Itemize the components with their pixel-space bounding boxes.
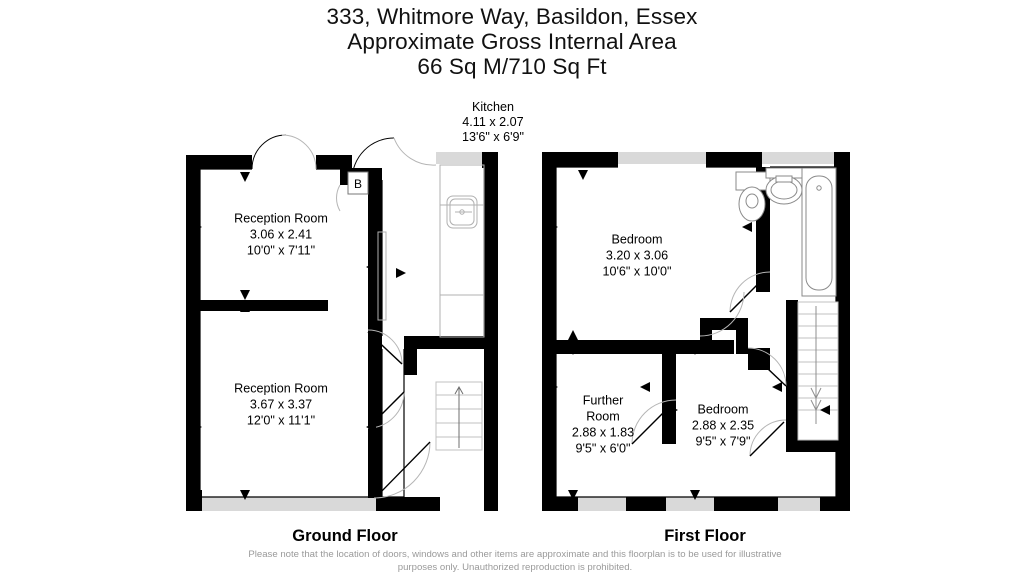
- reception-room-1-label: Reception Room 3.06 x 2.41 10'0" x 7'11": [234, 211, 328, 257]
- disclaimer-line-1: Please note that the location of doors, …: [248, 549, 782, 560]
- boiler-marker-label: B: [354, 177, 362, 191]
- kitchen-label-group: Kitchen 4.11 x 2.07 13'6" x 6'9": [462, 100, 524, 144]
- bedroom-2-name: Bedroom: [697, 402, 748, 416]
- bedroom-2-imperial: 9'5" x 7'9": [695, 434, 750, 448]
- further-room-name-line1: Further: [583, 393, 624, 407]
- first-floor-staircase: [797, 301, 839, 441]
- ground-floor-fixtures: [377, 164, 485, 338]
- first-floor-caption: First Floor: [664, 527, 746, 545]
- further-room-name-line2: Room: [586, 409, 620, 423]
- first-floor-walls: [542, 152, 850, 511]
- reception-room-2-name: Reception Room: [234, 381, 328, 395]
- ground-floor-walls: [186, 152, 498, 511]
- ground-floor-doors: [251, 134, 437, 499]
- title-block: 333, Whitmore Way, Basildon, Essex Appro…: [0, 4, 1024, 79]
- bedroom-1-imperial: 10'6" x 10'0": [602, 264, 671, 278]
- first-floor-doors: [631, 271, 787, 457]
- first-floor-plan: Bedroom 3.20 x 3.06 10'6" x 10'0" Furthe…: [542, 152, 850, 511]
- first-floor-bathroom-fixtures: [735, 167, 837, 297]
- kitchen-imperial: 13'6" x 6'9": [462, 130, 524, 144]
- reception-room-2-metric: 3.67 x 3.37: [250, 397, 312, 411]
- reception-room-1-metric: 3.06 x 2.41: [250, 227, 312, 241]
- bedroom-1-name: Bedroom: [611, 232, 662, 246]
- ground-floor-caption: Ground Floor: [292, 527, 398, 545]
- ground-floor-staircase: [435, 381, 483, 451]
- bedroom-1-metric: 3.20 x 3.06: [606, 248, 668, 262]
- area-description: Approximate Gross Internal Area: [347, 29, 677, 54]
- first-floor-windows: [578, 152, 836, 511]
- disclaimer-line-2: purposes only. Unauthorized reproduction…: [397, 561, 633, 573]
- reception-room-2-imperial: 12'0" x 11'1": [247, 413, 315, 427]
- reception-room-1-name: Reception Room: [234, 211, 328, 225]
- reception-room-1-imperial: 10'0" x 7'11": [247, 243, 315, 257]
- area-value: 66 Sq M/710 Sq Ft: [417, 54, 607, 79]
- kitchen-metric: 4.11 x 2.07: [462, 115, 523, 129]
- bedroom-2-label: Bedroom 2.88 x 2.35 9'5" x 7'9": [692, 402, 754, 448]
- ground-floor-windows: [186, 152, 482, 511]
- disclaimer: Please note that the location of doors, …: [170, 549, 860, 574]
- further-room-imperial: 9'5" x 6'0": [575, 441, 630, 455]
- bedroom-1-label: Bedroom 3.20 x 3.06 10'6" x 10'0": [602, 232, 671, 278]
- bedroom-2-metric: 2.88 x 2.35: [692, 418, 754, 432]
- kitchen-name: Kitchen: [472, 100, 514, 114]
- further-room-metric: 2.88 x 1.83: [572, 425, 634, 439]
- first-floor-dimension-markers: [548, 170, 830, 500]
- ground-floor-plan: B Kitchen 4.11 x 2.07 13'6" x 6'9" Recep…: [186, 100, 524, 511]
- ground-floor-dimension-markers: [192, 172, 406, 500]
- property-address: 333, Whitmore Way, Basildon, Essex: [326, 4, 698, 29]
- reception-room-2-label: Reception Room 3.67 x 3.37 12'0" x 11'1": [234, 381, 328, 427]
- further-room-label: Further Room 2.88 x 1.83 9'5" x 6'0": [572, 393, 634, 455]
- boiler-marker: B: [347, 171, 369, 195]
